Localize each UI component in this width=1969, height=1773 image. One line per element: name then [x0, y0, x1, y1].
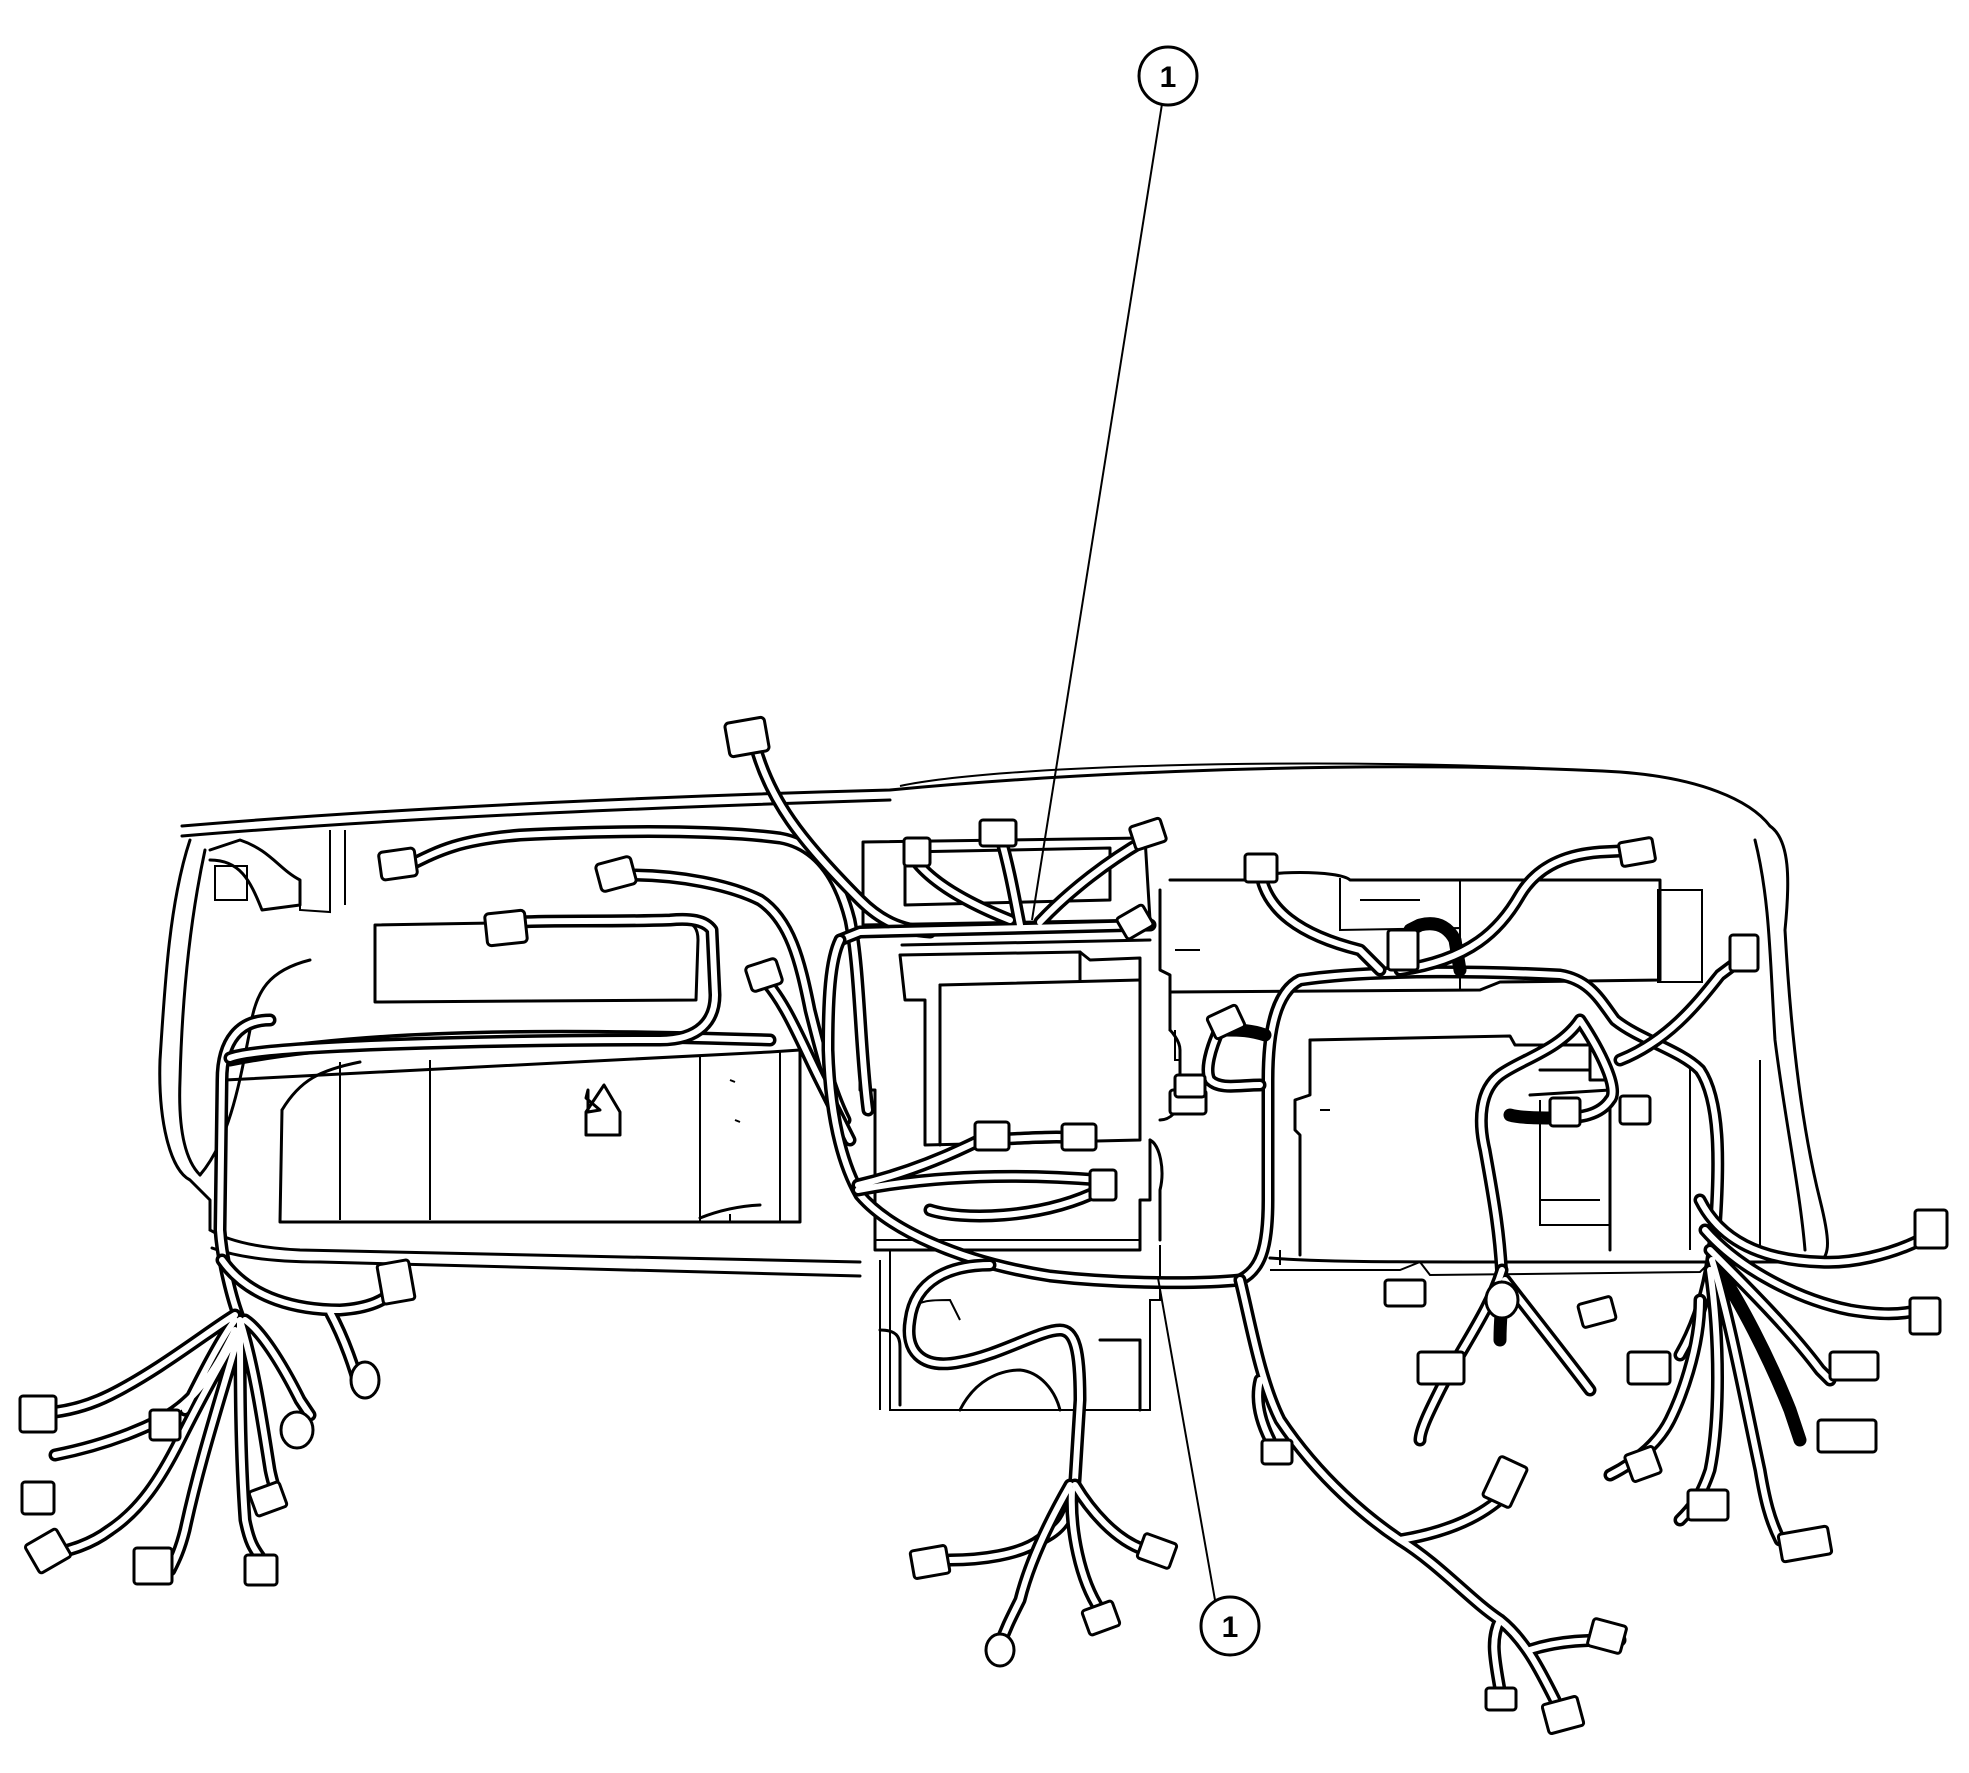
connector: [1728, 933, 1760, 973]
connector: [375, 1258, 417, 1306]
callout-number: 1: [1222, 1611, 1239, 1644]
connector: [1626, 1350, 1672, 1386]
connector: [1060, 1122, 1098, 1152]
connector: [1623, 1445, 1663, 1483]
connector: [1128, 816, 1168, 852]
connector: [1617, 836, 1657, 868]
connector: [1260, 1438, 1294, 1466]
connector: [594, 855, 638, 893]
connector: [1243, 852, 1279, 884]
connector: [483, 908, 529, 948]
connector: [132, 1546, 174, 1586]
connector: [744, 957, 784, 993]
connector: [1484, 1280, 1520, 1320]
callout-number: 1: [1160, 61, 1177, 94]
wiring-harness: [43, 738, 1927, 1707]
connector: [902, 836, 932, 868]
connector: [247, 1480, 289, 1518]
connector: [1088, 1168, 1118, 1202]
connector: [908, 1544, 952, 1580]
connector: [1484, 1686, 1518, 1712]
connector: [1383, 1278, 1427, 1308]
connector: [148, 1408, 182, 1442]
connector: [1080, 1599, 1122, 1637]
connectors: [18, 715, 1949, 1735]
callout-top: 1: [1031, 45, 1199, 921]
connector: [1540, 1695, 1586, 1735]
connector: [984, 1632, 1016, 1668]
connector: [723, 715, 771, 759]
connector: [377, 846, 419, 882]
connector: [973, 1120, 1011, 1152]
connector: [1481, 1455, 1529, 1509]
connector: [1776, 1524, 1834, 1564]
connector: [20, 1480, 56, 1516]
connector: [243, 1553, 279, 1587]
connector: [1173, 1073, 1207, 1099]
connector: [1618, 1094, 1652, 1126]
connector: [1548, 1096, 1582, 1128]
connector: [18, 1394, 58, 1434]
connector: [1416, 1350, 1466, 1386]
connector: [1386, 928, 1420, 972]
connector: [1908, 1296, 1942, 1336]
connector: [1205, 1003, 1247, 1041]
connector: [1913, 1208, 1949, 1250]
callout-bottom: 1: [1157, 1277, 1261, 1657]
connector: [1576, 1295, 1618, 1329]
connector: [279, 1410, 315, 1450]
connector: [1686, 1488, 1730, 1522]
connector: [978, 818, 1018, 848]
connector: [1816, 1418, 1878, 1454]
connector: [1586, 1617, 1628, 1655]
connector: [349, 1360, 381, 1400]
connector: [1828, 1350, 1880, 1382]
connector: [1115, 903, 1155, 941]
connector: [24, 1527, 72, 1575]
connector: [1135, 1532, 1179, 1570]
